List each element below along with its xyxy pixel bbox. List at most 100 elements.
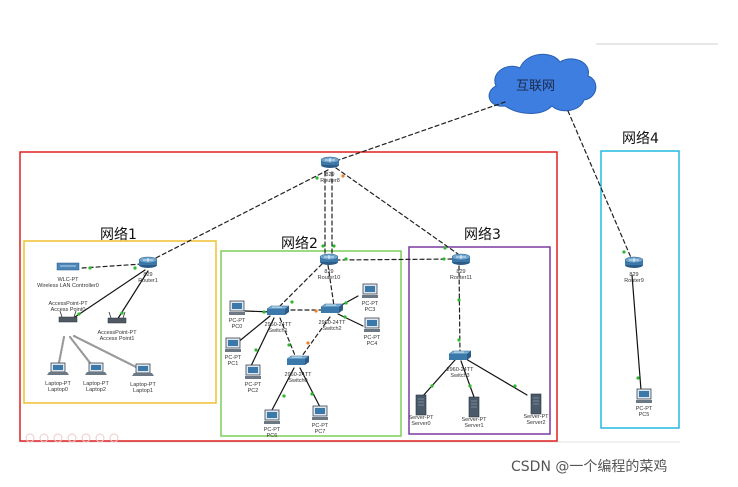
ap-icon[interactable] [107,311,127,324]
laptop-icon[interactable] [132,363,154,376]
switch2-label-1: 2960-24TT [319,320,347,326]
wlc-label-2: Wireless LAN Controller0 [37,283,99,289]
link-pc2-switch1 [249,317,275,369]
laptop-icon[interactable] [85,362,107,375]
link-cloud-router8 [332,101,506,163]
router-icon[interactable] [320,156,340,168]
router-icon[interactable] [138,256,158,268]
ap1-label-1: AccessPoint-PT [97,330,137,336]
link-pc4-switch2 [337,313,364,327]
ap-icon[interactable] [58,310,78,323]
serial-links [81,101,633,359]
ap0-label-1: AccessPoint-PT [48,301,88,307]
pc-icon[interactable] [225,337,241,352]
router1-label-2: Router1 [138,278,158,284]
watermark-text: CSDN @一个编程的菜鸡 [511,458,667,475]
bottom-left-decoration [25,433,119,443]
server2-label-1: Server-PT [523,414,549,420]
pc3-label-2: PC3 [365,307,376,313]
wireless-ap0-laptop1 [72,334,142,371]
pc4-label-2: PC4 [367,341,378,347]
server0-label-1: Server-PT [408,415,434,421]
pc2-label-1: PC-PT [245,382,262,388]
outer-region-box [19,151,558,442]
pc-icon[interactable] [312,405,328,420]
router-icon[interactable] [319,253,339,265]
router-icon[interactable] [451,253,471,265]
pc4-label-1: PC-PT [364,335,381,341]
pc-icon[interactable] [229,300,245,315]
pc1-label-2: PC1 [228,361,239,367]
ethernet-links [71,269,642,411]
pc-icon[interactable] [245,364,261,379]
pc-icon[interactable] [636,388,652,403]
server1-label-2: Server1 [464,423,483,429]
pc7-label-1: PC-PT [312,423,329,429]
links [56,101,642,411]
pc-icon[interactable] [362,283,378,298]
switch-icon[interactable] [286,355,310,365]
link-router10-switch2 [327,264,335,307]
switch-icon[interactable] [266,305,290,315]
switch3-label-2: Switch3 [450,373,469,379]
pc-icon[interactable] [264,409,280,424]
server-icon[interactable] [530,393,542,415]
net3-label: 网络3 [464,227,501,243]
router8-label-1: 829 [325,172,334,178]
switch-icon[interactable] [320,303,344,313]
wlc-icon[interactable] [56,262,80,271]
pc-icon[interactable] [364,317,380,332]
switch0-label-1: 2960-24TT [285,372,313,378]
laptop1-label-2: Laptop1 [133,388,153,394]
server-icon[interactable] [468,396,480,418]
server2-label-2: Server2 [526,420,545,426]
link-switch3-server2 [465,358,528,396]
pc2-label-2: PC2 [248,388,259,394]
link-router8-router1 [147,169,329,263]
router8-label-2: Router8 [320,178,340,184]
link-router10-switch1 [277,263,323,309]
net4-label: 网络4 [622,131,659,147]
laptop-icon[interactable] [47,362,69,375]
router-icon[interactable] [624,256,644,268]
cloud-label: 互联网 [516,79,555,94]
link-pc7-switch0 [299,367,321,408]
pc3-label-1: PC-PT [362,301,379,307]
link-router11-switch3 [458,265,461,354]
server-icon[interactable] [415,394,427,416]
pc5-label-2: PC5 [639,412,650,418]
router11-label-2: Router11 [450,275,472,281]
net2-region-box [220,250,402,437]
switch-icon[interactable] [448,350,472,360]
net2-label: 网络2 [281,236,318,252]
internet-cloud-icon[interactable]: 互联网 [488,53,597,114]
net4-region-box [600,150,680,429]
